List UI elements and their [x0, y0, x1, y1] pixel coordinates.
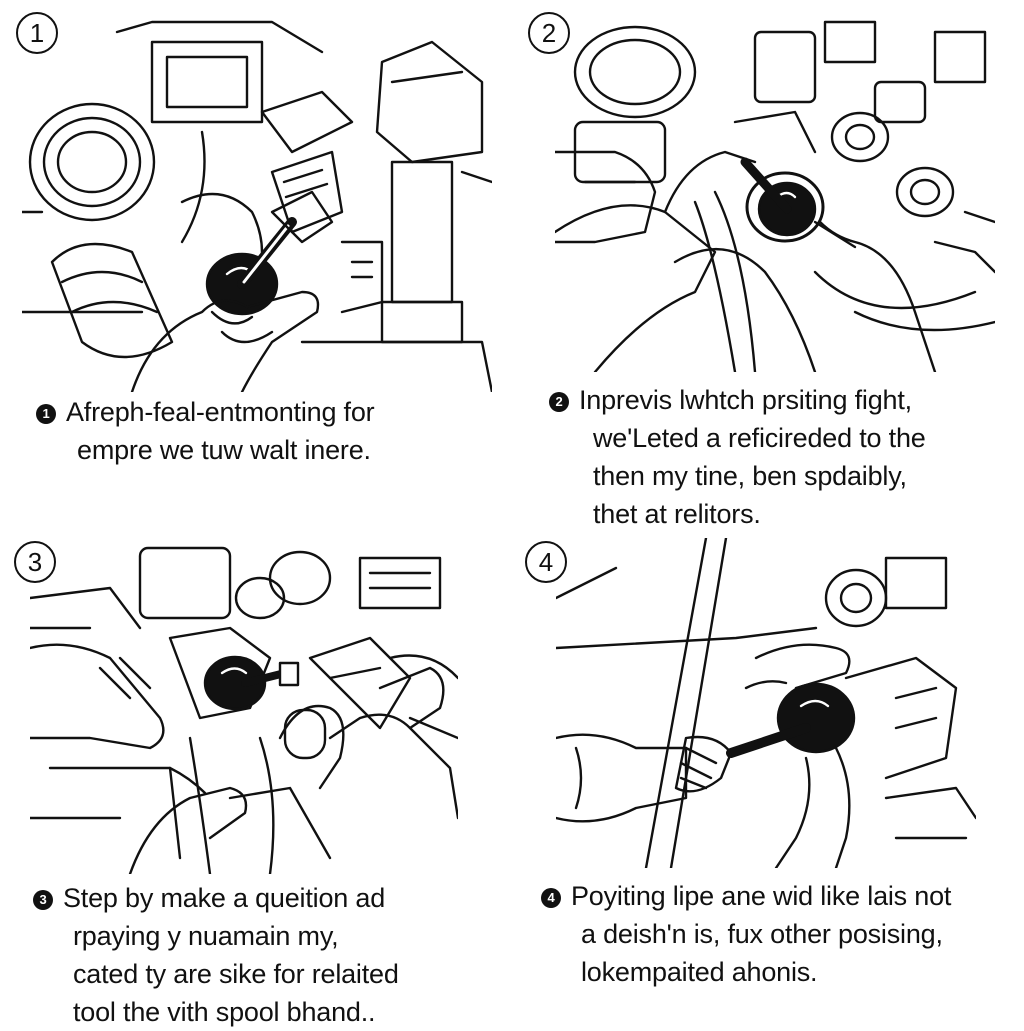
- caption-line: empre we tuw walt inere.: [77, 435, 371, 465]
- caption-text: Inprevis lwhtch prsiting fight,: [579, 385, 912, 415]
- caption-text: Poyiting lipe ane wid like lais not: [571, 881, 952, 911]
- caption-line: cated ty are sike for relaited: [73, 959, 399, 989]
- step-caption-3: 3 Step by make a queition ad rpaying y nu…: [33, 879, 399, 1031]
- engine-illustration-2: [555, 12, 995, 372]
- caption-line: we'Leted a reficireded to the: [593, 423, 926, 453]
- step-number-2: 2: [528, 12, 570, 54]
- engine-illustration-3: [30, 538, 458, 874]
- caption-line: 2 Inprevis lwhtch prsiting fight,: [549, 381, 926, 419]
- caption-line: 4 Poyiting lipe ane wid like lais not: [541, 877, 951, 915]
- step-bullet-2: 2: [549, 392, 569, 412]
- step-number-3: 3: [14, 541, 56, 583]
- step-caption-4: 4 Poyiting lipe ane wid like lais not a d…: [541, 877, 951, 991]
- caption-line: rpaying y nuamain my,: [73, 921, 339, 951]
- engine-illustration-1: [22, 12, 492, 392]
- step-number-1: 1: [16, 12, 58, 54]
- caption-line: thet at relitors.: [593, 499, 761, 529]
- caption-line: lokempaited ahonis.: [581, 957, 818, 987]
- caption-line: tool the vith spool bhand..: [73, 997, 376, 1027]
- caption-text: Afreph-feal-entmonting for: [66, 397, 375, 427]
- step-caption-1: 1 Afreph-feal-entmonting for empre we tuw…: [36, 393, 375, 469]
- engine-illustration-4: [556, 538, 976, 868]
- step-bullet-4: 4: [541, 888, 561, 908]
- caption-line: then my tine, ben spdaibly,: [593, 461, 907, 491]
- step-number-4: 4: [525, 541, 567, 583]
- caption-line: 1 Afreph-feal-entmonting for: [36, 393, 375, 431]
- caption-line: 3 Step by make a queition ad: [33, 879, 399, 917]
- step-bullet-3: 3: [33, 890, 53, 910]
- caption-text: Step by make a queition ad: [63, 883, 386, 913]
- caption-line: a deish'n is, fux other posising,: [581, 919, 943, 949]
- step-bullet-1: 1: [36, 404, 56, 424]
- step-caption-2: 2 Inprevis lwhtch prsiting fight, we'Lete…: [549, 381, 926, 533]
